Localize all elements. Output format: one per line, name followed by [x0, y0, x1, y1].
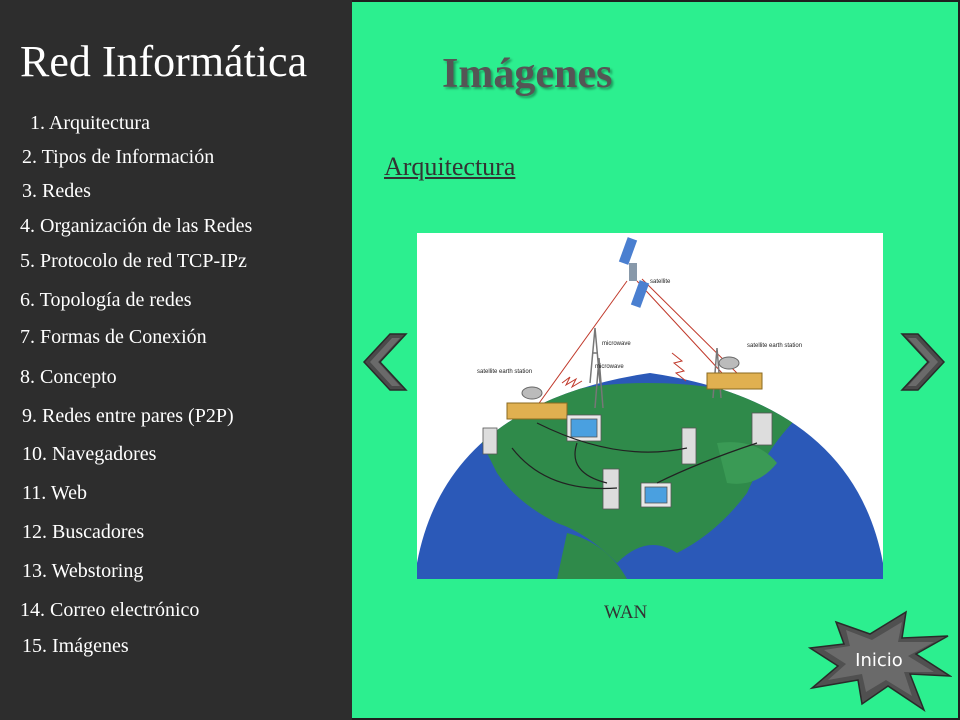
svg-text:satellite earth station: satellite earth station [477, 369, 532, 375]
svg-text:satellite: satellite [650, 279, 671, 285]
nav-item-tipos-de-informacion[interactable]: 2. Tipos de Información [22, 146, 215, 168]
next-slide-button[interactable] [898, 332, 948, 392]
svg-text:satellite earth station: satellite earth station [747, 343, 802, 349]
chevron-left-icon [362, 333, 408, 391]
home-button[interactable]: Inicio [806, 610, 952, 714]
page-title: Imágenes [442, 51, 613, 97]
site-title: Red Informática [20, 37, 308, 86]
nav-item-organizacion-redes[interactable]: 4. Organización de las Redes [20, 215, 253, 237]
nav-item-buscadores[interactable]: 12. Buscadores [22, 521, 145, 543]
svg-text:microwave: microwave [595, 364, 624, 370]
chevron-right-icon [900, 333, 946, 391]
nav-item-arquitectura[interactable]: 1. Arquitectura [30, 112, 150, 134]
nav-item-concepto[interactable]: 8. Concepto [20, 366, 117, 388]
nav-item-formas-conexion[interactable]: 7. Formas de Conexión [20, 326, 207, 348]
figure-caption: WAN [604, 602, 648, 623]
nav-item-navegadores[interactable]: 10. Navegadores [22, 443, 157, 465]
nav-item-webstoring[interactable]: 13. Webstoring [22, 560, 144, 582]
home-button-label: Inicio [855, 650, 903, 671]
prev-slide-button[interactable] [360, 332, 410, 392]
earth-station-right [706, 356, 763, 390]
wan-diagram-image: satellite microwave microwave satellite … [417, 233, 883, 579]
nav-item-correo[interactable]: 14. Correo electrónico [20, 599, 200, 621]
nav-item-redes[interactable]: 3. Redes [22, 180, 91, 202]
earth-station-left [506, 386, 568, 420]
nav-item-topologia[interactable]: 6. Topología de redes [20, 289, 192, 311]
satellite-icon [618, 237, 650, 308]
content-panel: Imágenes Arquitectura [352, 0, 960, 720]
nav-item-p2p[interactable]: 9. Redes entre pares (P2P) [22, 405, 234, 427]
nav-item-imagenes[interactable]: 15. Imágenes [22, 635, 129, 657]
section-link-arquitectura[interactable]: Arquitectura [384, 152, 516, 181]
svg-text:microwave: microwave [602, 341, 631, 347]
starburst-icon [807, 610, 952, 712]
nav-item-web[interactable]: 11. Web [22, 482, 88, 504]
nav-item-protocolo-tcp-ip[interactable]: 5. Protocolo de red TCP-IPz [20, 250, 247, 272]
sidebar: Red Informática 1. Arquitectura 2. Tipos… [0, 0, 352, 720]
